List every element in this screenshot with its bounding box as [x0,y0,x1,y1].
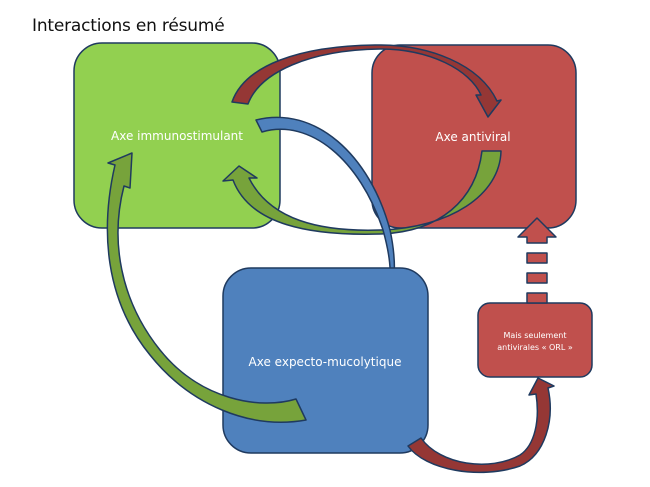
node-mucolytic-label: Axe expecto-mucolytique [249,355,402,369]
diagram-title: Interactions en résumé [32,16,225,36]
node-immunostimulant-label: Axe immunostimulant [111,129,243,143]
node-antiviral [371,44,577,229]
node-orl-note-label-line1: Mais seulement [504,331,567,340]
arrow-orl-to-antiviral [517,217,557,304]
arrow-antiviral-to-immuno [222,150,502,235]
node-antiviral-label: Axe antiviral [435,130,510,144]
arrow-immuno-to-antiviral [231,44,502,118]
arrow-mucolytic-to-orl [407,377,555,474]
node-orl-note [477,302,593,378]
node-orl-note-label-line2: antivirales « ORL » [497,343,573,352]
arrow-mucolytic-to-immuno [106,152,307,423]
